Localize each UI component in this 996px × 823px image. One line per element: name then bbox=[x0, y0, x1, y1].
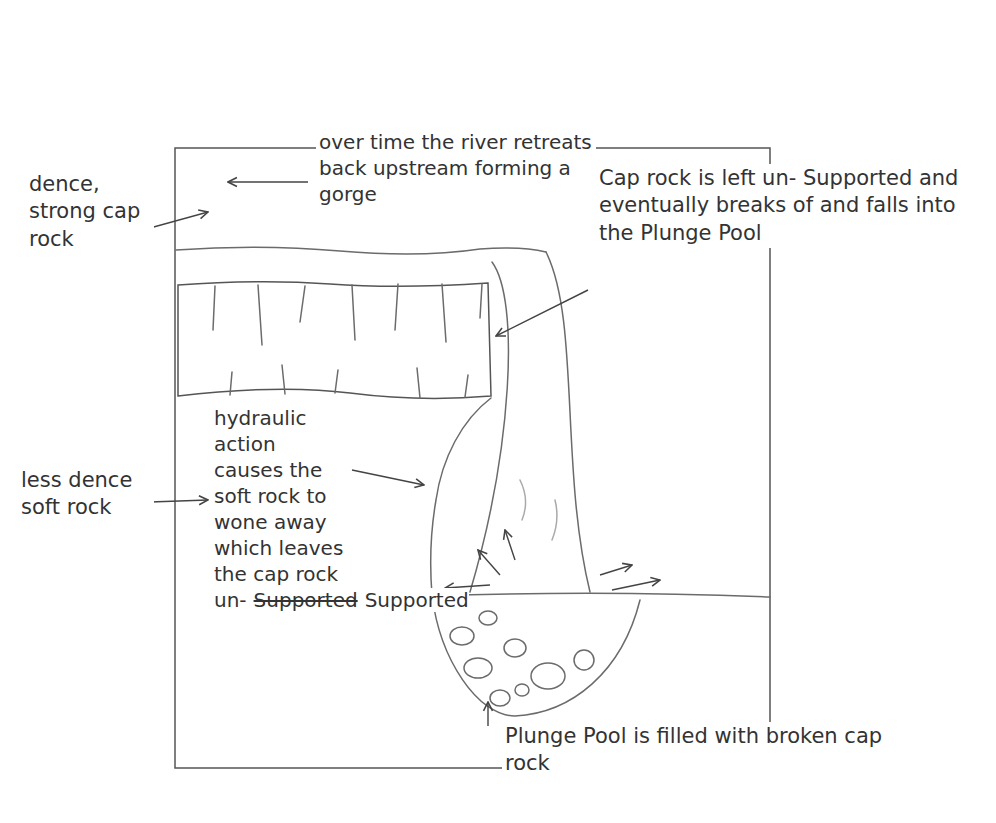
boulder bbox=[504, 639, 526, 657]
spray bbox=[520, 480, 557, 540]
process-label: Supported bbox=[365, 588, 469, 612]
splash-arrow bbox=[505, 530, 515, 560]
part-label: less dence soft rock bbox=[18, 466, 154, 523]
boulder bbox=[479, 611, 497, 625]
rock-cracks bbox=[230, 365, 468, 398]
callout-label: Cap rock is left un- Supported and event… bbox=[596, 164, 988, 248]
splash-arrow bbox=[478, 550, 500, 575]
text-group: hydraulic action causes the soft rock to… bbox=[211, 404, 349, 614]
boulder bbox=[531, 663, 565, 689]
note-label: over time the river retreats back upstre… bbox=[316, 128, 596, 208]
splash-arrow bbox=[612, 580, 660, 590]
leader-arrow bbox=[228, 181, 308, 182]
boulder bbox=[515, 684, 529, 696]
undercut-wall bbox=[431, 398, 491, 595]
splash-arrow bbox=[600, 565, 632, 575]
leader-arrow bbox=[150, 500, 208, 502]
leader-arrow bbox=[150, 212, 208, 228]
callout-label: Plunge Pool is filled with broken cap ro… bbox=[502, 722, 922, 779]
process-label: hydraulic action causes the soft rock to… bbox=[214, 406, 343, 612]
leader-arrow bbox=[496, 290, 588, 336]
boulder bbox=[490, 690, 510, 706]
rock-cracks bbox=[213, 284, 482, 345]
leader-arrow bbox=[487, 702, 488, 726]
part-label: dence, strong cap rock bbox=[26, 170, 154, 254]
water-fall bbox=[546, 252, 590, 592]
river-bed bbox=[432, 593, 770, 597]
boulder bbox=[464, 658, 492, 678]
plunge-pool bbox=[432, 595, 640, 716]
leader-arrow bbox=[352, 470, 424, 485]
boulder bbox=[574, 650, 594, 670]
struck-word: Supported bbox=[254, 588, 358, 612]
water-fall bbox=[470, 262, 508, 592]
river-surface bbox=[176, 247, 546, 254]
cap-rock bbox=[178, 282, 491, 399]
boulder bbox=[450, 627, 474, 645]
